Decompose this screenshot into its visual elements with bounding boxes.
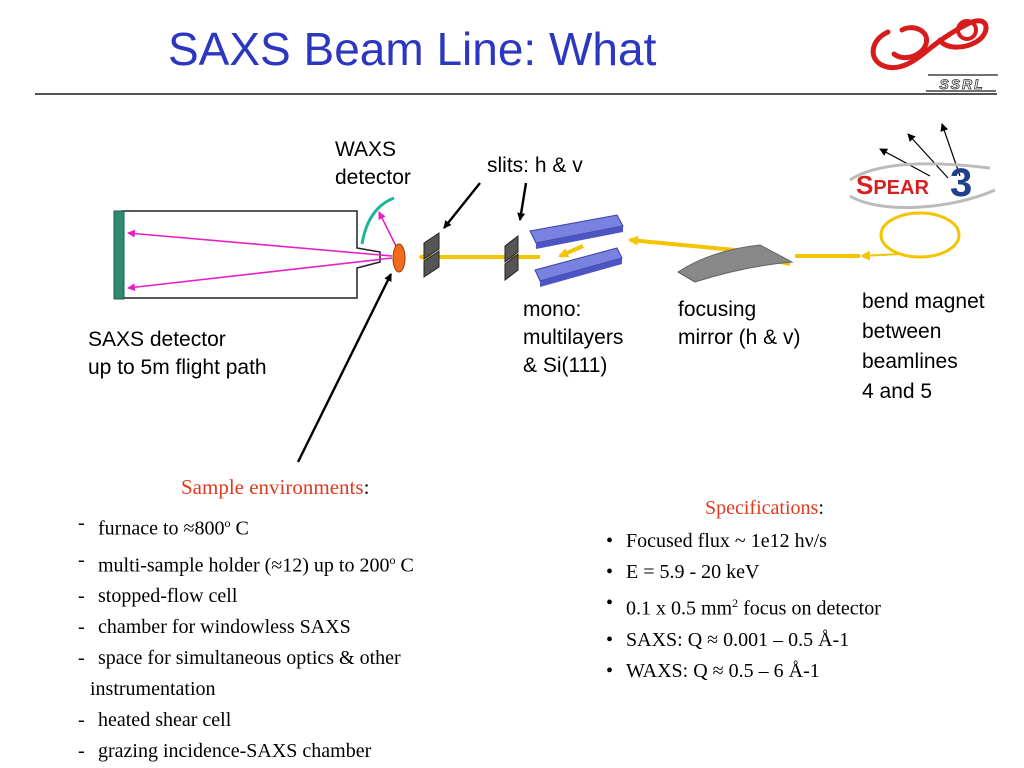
list-item: •WAXS: Q ≈ 0.5 – 6 Å-1 bbox=[606, 659, 820, 682]
mono-crystals bbox=[529, 214, 624, 287]
saxs-detector-label: SAXS detector up to 5m flight path bbox=[88, 328, 267, 379]
list-item: •SAXS: Q ≈ 0.001 – 0.5 Å-1 bbox=[606, 628, 850, 651]
list-item: •E = 5.9 - 20 keV bbox=[606, 561, 760, 583]
spear3-logo: SPEAR 3 bbox=[849, 123, 996, 209]
waxs-detector-label: WAXS detector bbox=[335, 138, 411, 189]
list-item: -grazing incidence-SAXS chamber bbox=[78, 740, 372, 763]
ssrl-logo-text: SSRL bbox=[939, 76, 984, 92]
mono-label: mono: multilayers & Si(111) bbox=[523, 298, 624, 377]
sample-ellipse bbox=[392, 243, 406, 273]
spear-logo-number: 3 bbox=[950, 161, 972, 205]
waxs-detector-arc bbox=[360, 196, 395, 245]
scatter-ray-lower bbox=[127, 257, 393, 292]
specifications-list: •Focused flux ~ 1e12 hν/s •E = 5.9 - 20 … bbox=[606, 526, 881, 687]
slits-sample bbox=[423, 232, 440, 278]
beam-segment-to-mono bbox=[628, 235, 736, 252]
list-item: -chamber for windowless SAXS bbox=[78, 616, 351, 639]
list-item: -multi-sample holder (≈12) up to 200o C bbox=[78, 548, 414, 577]
saxs-detector-plate bbox=[113, 210, 125, 300]
list-item: -space for simultaneous optics & other bbox=[78, 647, 401, 670]
focusing-mirror-label: focusing mirror (h & v) bbox=[678, 298, 801, 349]
scatter-ray-upper bbox=[127, 229, 393, 257]
bend-magnet-label: bend magnet between beamlines 4 and 5 bbox=[862, 290, 985, 403]
list-item: -furnace to ≈800o C bbox=[78, 512, 249, 540]
page-title: SAXS Beam Line: What bbox=[168, 23, 657, 75]
slits-label: slits: h & v bbox=[487, 154, 583, 177]
ssrl-logo: SSRL bbox=[870, 18, 998, 92]
slits-pointer-left bbox=[443, 182, 481, 229]
waxs-ray bbox=[378, 211, 397, 247]
list-item: -stopped-flow cell bbox=[78, 585, 238, 608]
bend-magnet-loop bbox=[879, 211, 961, 259]
source-tangent-arrow bbox=[860, 250, 901, 261]
list-item: -heated shear cell bbox=[78, 709, 232, 732]
title-divider bbox=[35, 93, 997, 95]
saxs-flight-tube bbox=[121, 210, 381, 299]
beam-segment-mono bbox=[558, 244, 584, 258]
specifications-heading: Specifications: bbox=[705, 497, 824, 519]
sample-environments-heading: Sample environments: bbox=[181, 475, 370, 499]
list-item-continuation: instrumentation bbox=[90, 678, 216, 701]
sample-pointer bbox=[296, 273, 393, 463]
slits-mono bbox=[504, 234, 519, 282]
list-item: •0.1 x 0.5 mm2 focus on detector bbox=[606, 592, 881, 620]
focusing-mirror bbox=[677, 244, 794, 283]
list-item: •Focused flux ~ 1e12 hν/s bbox=[606, 530, 827, 552]
sample-environments-list: -furnace to ≈800o C -multi-sample holder… bbox=[78, 508, 414, 767]
slits-pointer-right bbox=[517, 182, 528, 221]
spear-logo-text: SPEAR bbox=[856, 170, 929, 200]
